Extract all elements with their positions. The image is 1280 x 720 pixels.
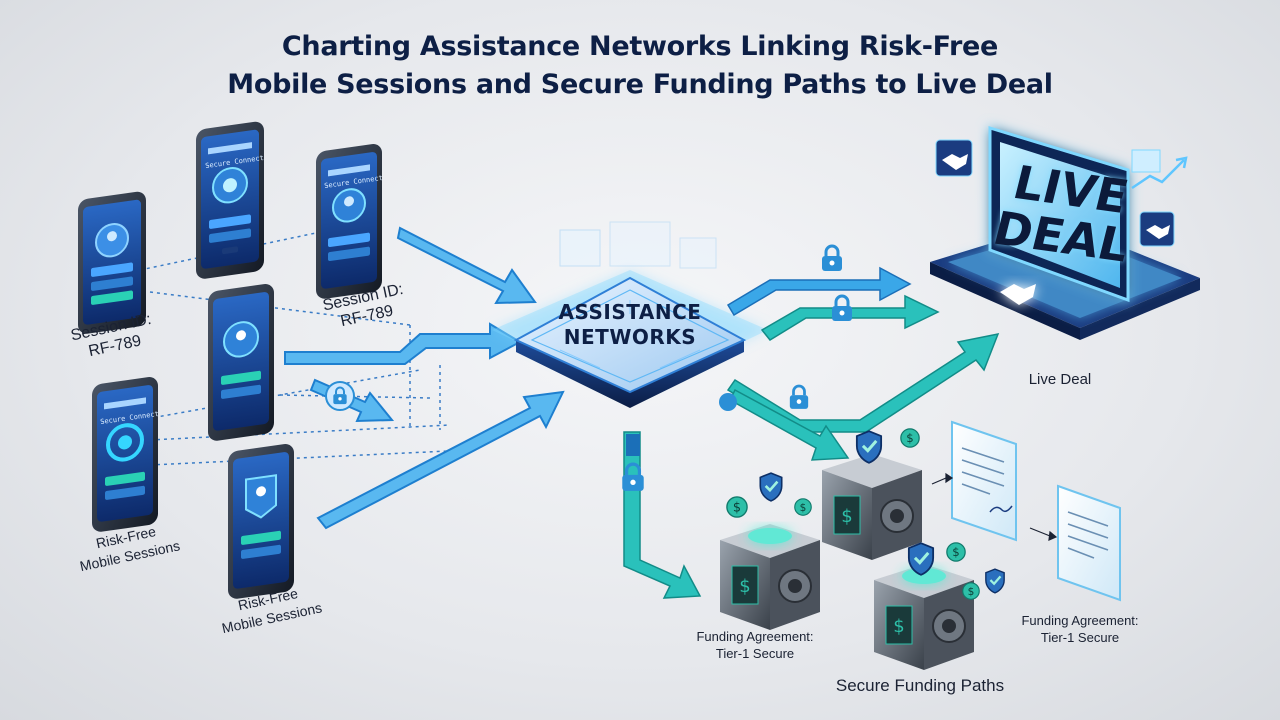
arrow-down-funding: [623, 431, 702, 599]
handshake-icon: [935, 139, 973, 177]
shield-icon: [984, 568, 1006, 594]
coin-icon: [726, 496, 748, 518]
inbound-arrows: [284, 226, 565, 530]
title-line-1: Charting Assistance Networks Linking Ris…: [281, 31, 999, 62]
diagram-title: Charting Assistance Networks Linking Ris…: [0, 28, 1280, 104]
coin-icon: [900, 428, 920, 448]
funding-agreement-right-line-1: Funding Agreement:: [1021, 613, 1139, 628]
secure-funding-caption: Secure Funding Paths: [835, 676, 1005, 695]
handshake-icon-right: [1139, 211, 1175, 247]
phone-4: [208, 284, 274, 441]
safe-right: $: [874, 564, 974, 670]
phone-2: [196, 121, 264, 279]
arrow-lower: [316, 390, 565, 530]
shield-icon: [758, 472, 784, 502]
funding-agreement-right-line-2: Tier-1 Secure: [1040, 630, 1120, 645]
safe-left: $: [720, 524, 820, 630]
growth-chart-icon: [1131, 149, 1188, 190]
arrow-top-left: [396, 226, 537, 305]
funding-agreement-left-line-2: Tier-1 Secure: [715, 646, 795, 661]
live-deal-console: [930, 125, 1200, 340]
safe-middle: $: [822, 454, 922, 560]
arrow-to-live-top: [726, 266, 912, 317]
title-line-2: Mobile Sessions and Secure Funding Paths…: [227, 69, 1053, 100]
coin-icon: [794, 498, 812, 516]
small-lock-left: [325, 381, 355, 411]
svg-text:$: $: [841, 506, 852, 527]
document-icon: [1057, 484, 1121, 602]
doc-arrows: [931, 472, 1058, 541]
coin-icon: [946, 542, 966, 562]
funding-agreement-left-line-1: Funding Agreement:: [696, 629, 814, 644]
coin-icon: [962, 582, 980, 600]
mini-handshake-glow: [1000, 284, 1036, 305]
phone-1: [78, 191, 146, 334]
hub-label: ASSISTANCE NETWORKS: [530, 300, 730, 350]
phone-6: [228, 444, 294, 599]
arrow-middle: [284, 322, 523, 365]
lock-icon-hub-bottom: [719, 393, 737, 411]
phone-3: [316, 144, 382, 299]
svg-text:$: $: [893, 616, 904, 637]
phone-connector-lines: [139, 229, 471, 466]
lock-icon-top: [820, 244, 844, 272]
funding-connector-block: [626, 434, 640, 456]
live-deal-caption: Live Deal: [1028, 371, 1092, 388]
hub-label-line-2: NETWORKS: [563, 325, 697, 349]
hub-label-line-1: ASSISTANCE: [558, 300, 702, 324]
live-deal-screen-text: LIVE DEAL: [988, 155, 1141, 272]
document-icon: [951, 420, 1017, 542]
arrow-to-safe: [729, 388, 850, 461]
funding-agreement-left: Funding Agreement: Tier-1 Secure: [680, 628, 830, 662]
lock-icon-low: [788, 384, 810, 410]
assistance-hub-body: [513, 221, 747, 408]
funding-agreement-right: Funding Agreement: Tier-1 Secure: [1000, 612, 1160, 646]
lock-icon-mid: [830, 294, 854, 322]
phone-5: [92, 377, 158, 532]
svg-text:$: $: [739, 576, 750, 597]
